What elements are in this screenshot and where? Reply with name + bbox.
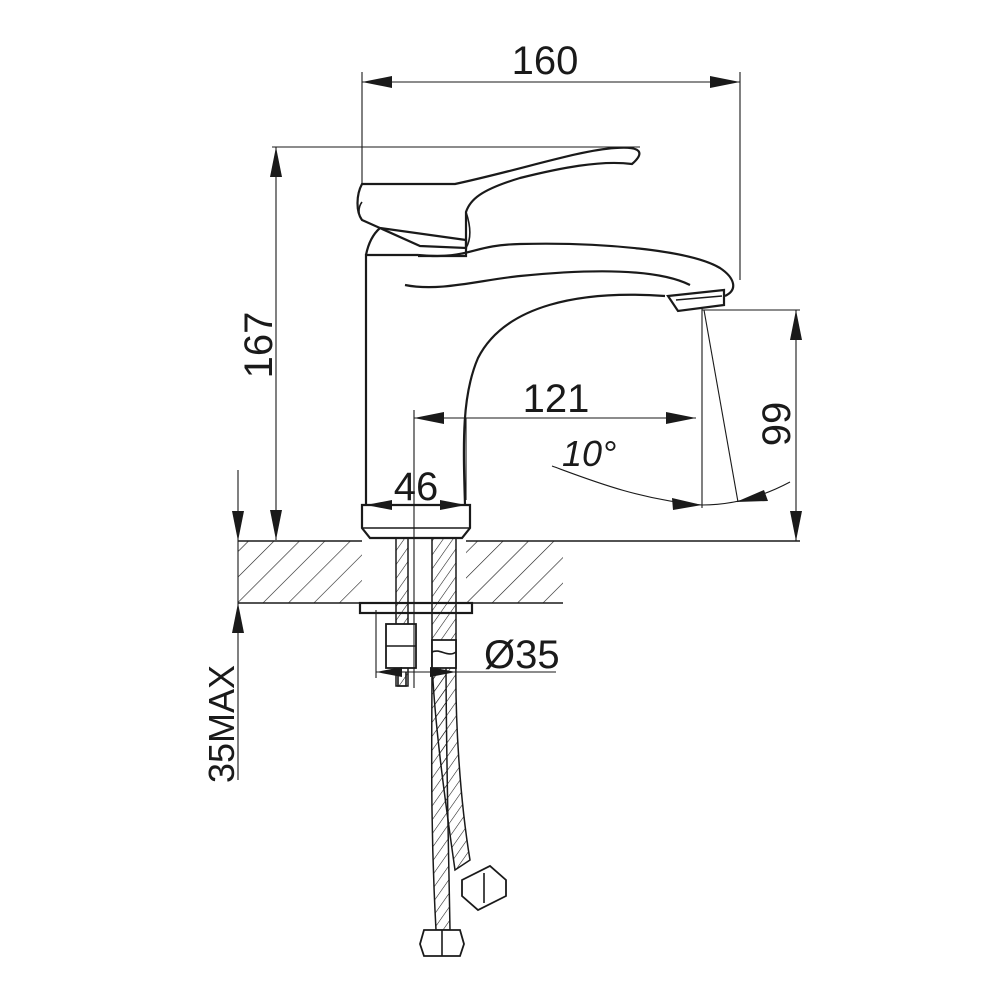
dim-label-160: 160 [512, 39, 579, 83]
dim-spout-reach: 121 [413, 308, 703, 688]
dim-label-121: 121 [523, 377, 590, 421]
countertop [238, 538, 800, 606]
dim-label-35max: 35MAX [201, 665, 242, 783]
faucet-body [356, 146, 735, 540]
dim-label-angle: 10° [562, 433, 616, 474]
dim-height-total: 167 [237, 146, 640, 540]
dim-label-167: 167 [237, 312, 281, 379]
dim-label-diameter: Ø35 [484, 633, 560, 677]
mounting-assembly [358, 537, 507, 957]
dim-hole-diameter: Ø35 [375, 610, 560, 678]
dim-width-total: 160 [361, 39, 741, 280]
dim-counter-thickness: 35MAX [201, 470, 244, 783]
dim-label-46: 46 [394, 465, 439, 509]
dim-label-99: 99 [755, 402, 799, 447]
dim-base-width: 46 [366, 418, 467, 510]
dim-spout-height: 99 [702, 309, 802, 541]
dim-angle: 10° [551, 309, 791, 510]
